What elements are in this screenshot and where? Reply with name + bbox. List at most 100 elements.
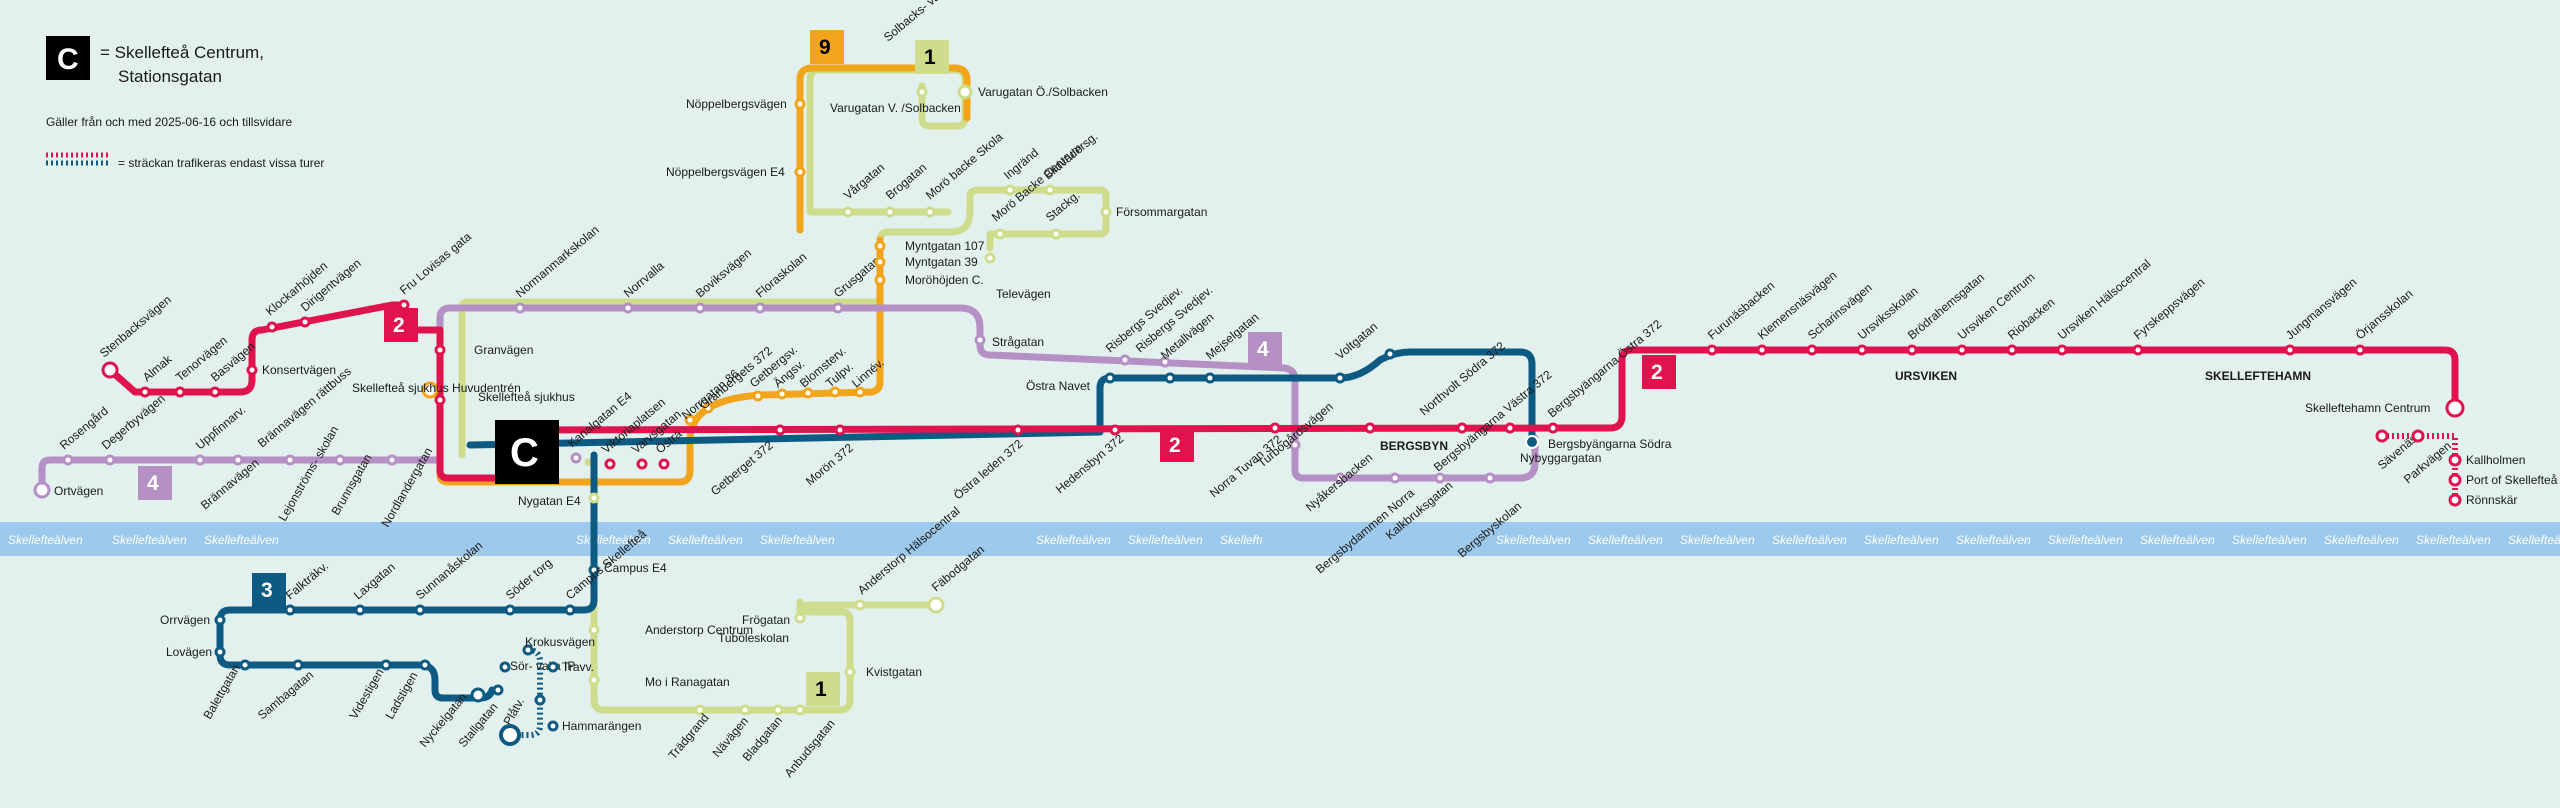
svg-text:Ladstigen: Ladstigen — [382, 669, 420, 721]
legend-partial-note: = sträckan trafikeras endast vissa turer — [118, 156, 324, 170]
central-symbol-box — [46, 36, 90, 80]
svg-text:Skellefteälven: Skellefteälven — [1588, 533, 1663, 547]
svg-text:Skellefteälven: Skellefteälven — [112, 533, 187, 547]
svg-text:Fru Lovisas gata: Fru Lovisas gata — [397, 229, 474, 297]
svg-text:Morön 372: Morön 372 — [803, 440, 856, 488]
svg-text:Campus E4: Campus E4 — [604, 561, 667, 575]
svg-text:Skelleftehamn Centrum: Skelleftehamn Centrum — [2305, 401, 2430, 415]
svg-text:Norrvalla: Norrvalla — [621, 259, 667, 301]
svg-text:Kallholmen: Kallholmen — [2466, 453, 2525, 467]
svg-text:Skellefteälven: Skellefteälven — [1680, 533, 1755, 547]
svg-text:Getberget 372: Getberget 372 — [708, 438, 776, 498]
svg-text:Stenbacksvägen: Stenbacksvägen — [97, 293, 174, 361]
svg-text:9: 9 — [819, 36, 831, 59]
area-bergsbyn: BERGSBYN — [1380, 439, 1448, 453]
svg-text:Laxgatan: Laxgatan — [351, 560, 398, 602]
svg-text:Mo i Ranagatan: Mo i Ranagatan — [645, 675, 730, 689]
svg-text:Nöppelbergsvägen: Nöppelbergsvägen — [686, 97, 787, 111]
legend-valid-from: Gäller från och med 2025-06-16 och tills… — [46, 115, 292, 129]
svg-text:Videstigen: Videstigen — [346, 666, 386, 721]
svg-text:Östra Navet: Östra Navet — [1026, 379, 1091, 393]
svg-text:Skellefteå sjukhus Huvudentrén: Skellefteå sjukhus Huvudentrén — [352, 381, 521, 395]
svg-text:Balettgatan: Balettgatan — [200, 662, 242, 722]
legend-central-title-1: = Skellefteå Centrum, — [100, 43, 264, 62]
svg-text:Solbacks- vägen: Solbacks- vägen — [881, 0, 958, 44]
svg-text:Boviksvägen: Boviksvägen — [693, 246, 754, 300]
svg-text:Granvägen: Granvägen — [474, 343, 533, 357]
svg-text:Nybyggargatan: Nybyggargatan — [1520, 451, 1601, 465]
svg-text:Voltgatan: Voltgatan — [1333, 319, 1380, 362]
svg-text:Hedensbyn 372: Hedensbyn 372 — [1053, 431, 1127, 496]
svg-text:Krokusvägen: Krokusvägen — [525, 635, 595, 649]
svg-text:Skellefteälven: Skellefteälven — [1128, 533, 1203, 547]
central-station-marker[interactable] — [495, 420, 559, 484]
svg-text:Moröhöjden C.: Moröhöjden C. — [905, 273, 984, 287]
svg-text:Port of Skellefteå: Port of Skellefteå — [2466, 473, 2558, 487]
svg-text:Skellefteälven: Skellefteälven — [1956, 533, 2031, 547]
svg-text:Söder torg: Söder torg — [503, 556, 555, 603]
svg-text:3: 3 — [261, 579, 273, 602]
svg-text:Brännavägen: Brännavägen — [198, 456, 262, 513]
svg-text:Tuböleskolan: Tuböleskolan — [718, 631, 789, 645]
svg-text:Östra leden 372: Östra leden 372 — [951, 436, 1026, 502]
svg-text:Skellefteälven: Skellefteälven — [2324, 533, 2399, 547]
svg-text:Strågatan: Strågatan — [992, 335, 1044, 349]
line-9-route — [426, 64, 971, 486]
svg-text:Anbudsgatan: Anbudsgatan — [782, 717, 838, 780]
svg-text:Sör- valla IP: Sör- valla IP — [510, 659, 575, 673]
svg-text:Nyåkersbacken: Nyåkersbacken — [1303, 450, 1375, 514]
svg-text:Brännavägen rättbuss: Brännavägen rättbuss — [255, 364, 354, 450]
svg-text:Travv.: Travv. — [562, 660, 594, 674]
svg-text:Jungmansvägen: Jungmansvägen — [2283, 275, 2359, 342]
svg-text:Skellefteälven: Skellefteälven — [2048, 533, 2123, 547]
svg-text:Skelleftı: Skelleftı — [1220, 533, 1263, 547]
svg-text:Riobacken: Riobacken — [2005, 295, 2057, 342]
svg-text:Ortvägen: Ortvägen — [54, 484, 103, 498]
svg-text:Lovägen: Lovägen — [166, 645, 212, 659]
area-ursviken: URSVIKEN — [1895, 369, 1957, 383]
svg-text:2: 2 — [393, 314, 405, 337]
svg-text:4: 4 — [1257, 338, 1269, 361]
svg-text:4: 4 — [147, 472, 159, 495]
svg-text:Skellefteälven: Skellefteälven — [204, 533, 279, 547]
stops-line-2: Stenbacksvägen Almak Tenorvägen Basvägen… — [97, 229, 2558, 507]
svg-text:2: 2 — [1169, 434, 1181, 457]
svg-text:Degerbyvägen: Degerbyvägen — [99, 391, 168, 452]
svg-text:Falkträkv.: Falkträkv. — [283, 559, 331, 603]
svg-text:Anderstorp Centrum: Anderstorp Centrum — [645, 623, 753, 637]
svg-text:Nygatan E4: Nygatan E4 — [518, 494, 581, 508]
svg-text:Hammarängen: Hammarängen — [562, 719, 641, 733]
svg-text:1: 1 — [815, 678, 827, 701]
svg-text:Fyrskeppsvägen: Fyrskeppsvägen — [2131, 275, 2207, 342]
svg-text:Skellefteälven: Skellefteälven — [760, 533, 835, 547]
svg-text:1: 1 — [924, 46, 936, 69]
svg-text:Plåtv.: Plåtv. — [500, 695, 527, 727]
svg-text:Skellefteälven: Skellefteälven — [668, 533, 743, 547]
svg-text:Nöppelbergsvägen E4: Nöppelbergsvägen E4 — [666, 165, 785, 179]
svg-text:Försommargatan: Försommargatan — [1116, 205, 1207, 219]
line-badges: 2 2 2 4 4 3 9 1 1 — [138, 30, 1676, 706]
legend-central-title-2: Stationsgatan — [118, 67, 222, 86]
area-skelleftehamn: SKELLEFTEHAMN — [2205, 369, 2311, 383]
svg-text:Orrvägen: Orrvägen — [160, 613, 210, 627]
svg-text:Televägen: Televägen — [996, 287, 1051, 301]
line-3-route — [216, 348, 1536, 738]
svg-text:Bergsbyängarna Södra: Bergsbyängarna Södra — [1548, 437, 1672, 451]
svg-text:Skellefteälven: Skellefteälven — [1036, 533, 1111, 547]
svg-text:Brogatan: Brogatan — [883, 160, 929, 202]
svg-text:Trädgrand: Trädgrand — [666, 711, 712, 762]
svg-text:Kvistgatan: Kvistgatan — [866, 665, 922, 679]
svg-text:Rönnskär: Rönnskär — [2466, 493, 2517, 507]
line-4-route — [38, 304, 1539, 492]
river-band — [0, 522, 2560, 556]
svg-text:Uppfinnarv.: Uppfinnarv. — [193, 403, 248, 453]
svg-text:Skellefteälven: Skellefteälven — [2140, 533, 2215, 547]
svg-text:Sambagatan: Sambagatan — [255, 668, 316, 722]
svg-text:Örjansskolan: Örjansskolan — [2353, 287, 2416, 343]
svg-text:Varugatan Ö./Solbacken: Varugatan Ö./Solbacken — [978, 85, 1108, 99]
svg-text:Skellefteå sjukhus: Skellefteå sjukhus — [478, 390, 575, 404]
svg-text:Norra Tuvan 372: Norra Tuvan 372 — [1207, 432, 1285, 500]
svg-text:Skellefteälven: Skellefteälven — [8, 533, 83, 547]
legend: C = Skellefteå Centrum, Stationsgatan Gä… — [46, 36, 324, 170]
